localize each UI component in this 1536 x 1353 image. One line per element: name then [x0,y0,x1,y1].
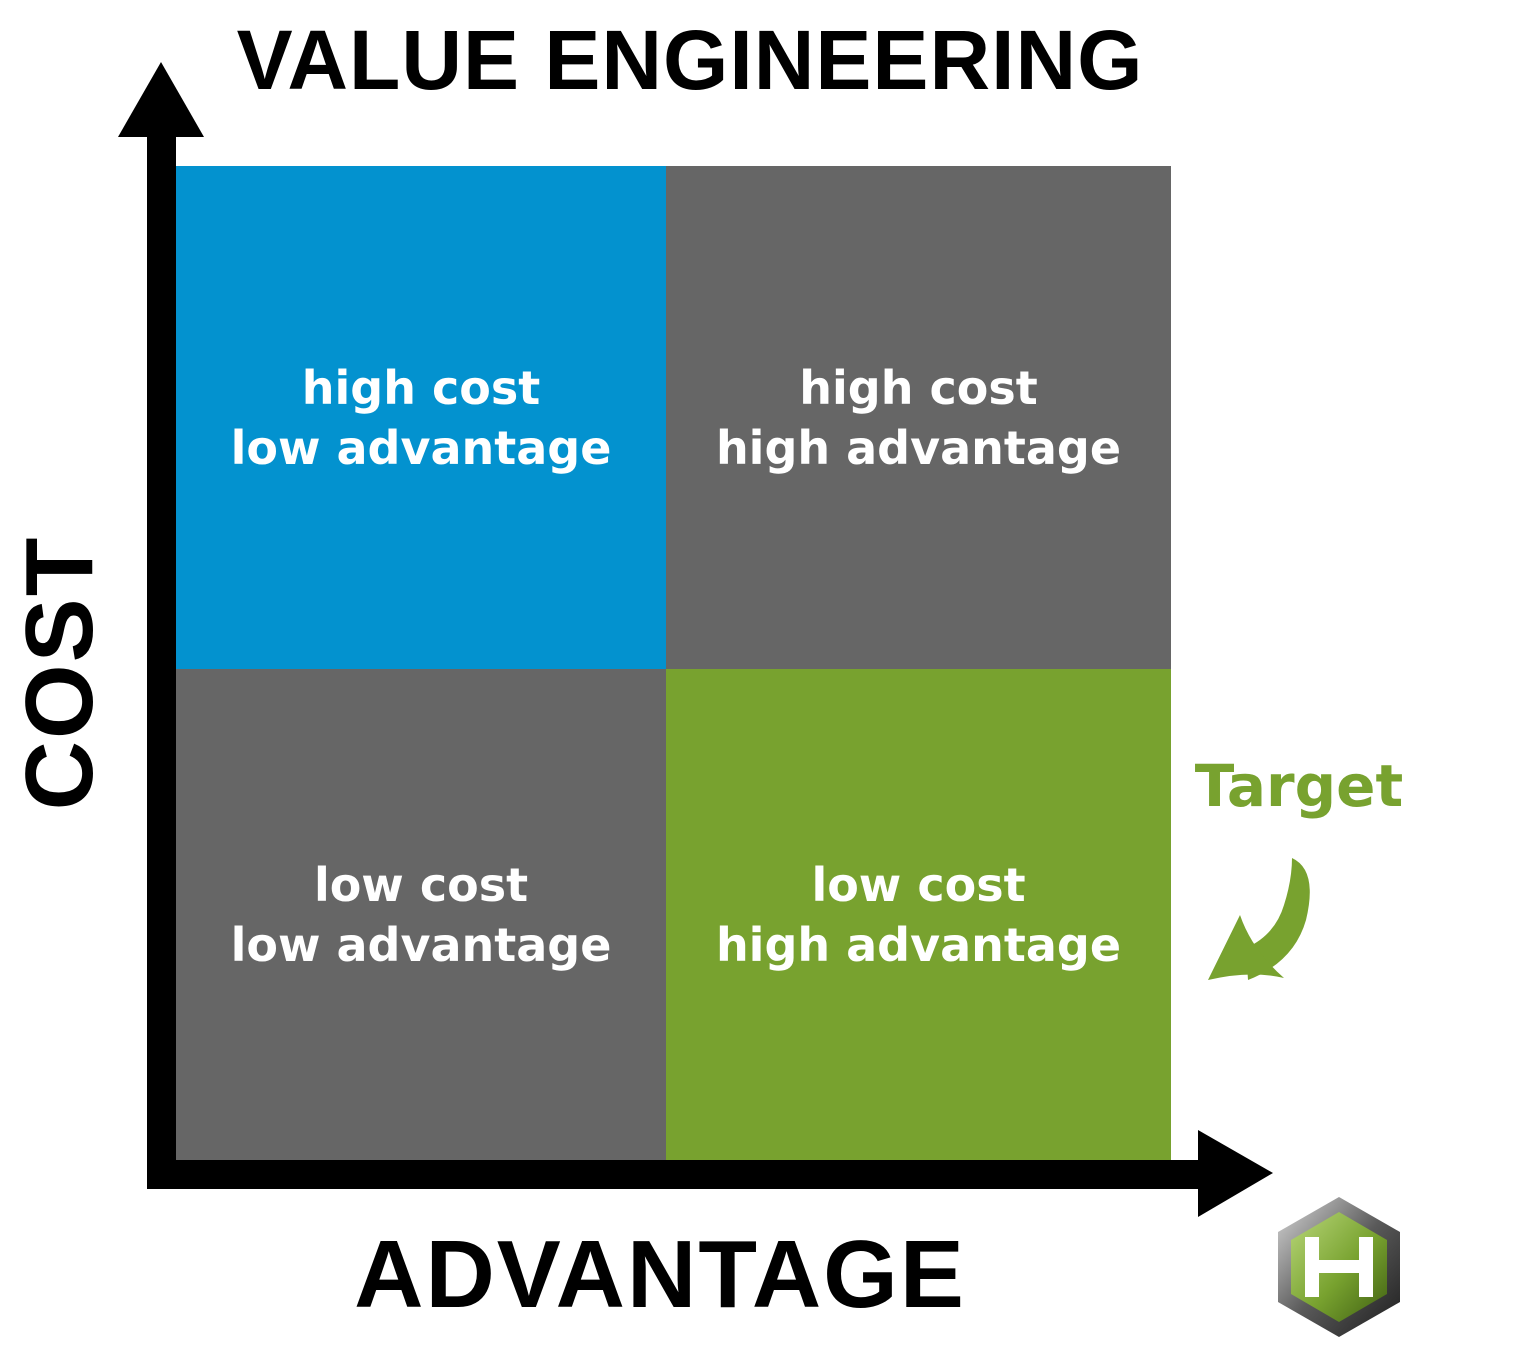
y-axis-label: COST [6,535,113,811]
y-axis-arrowhead-icon [118,62,204,137]
quadrant-line1: low cost [811,857,1026,912]
quadrant-high-cost-high-advantage: high cost high advantage [666,166,1171,669]
quadrant-line1: high cost [799,360,1038,415]
quadrant-low-cost-high-advantage: low cost high advantage [666,669,1171,1160]
quadrant-line2: low advantage [230,420,612,475]
x-axis-line [147,1160,1207,1189]
x-axis-label: ADVANTAGE [354,1221,966,1328]
quadrant-line2: high advantage [715,917,1122,972]
quadrant-high-cost-low-advantage: high cost low advantage [176,166,666,669]
target-label: Target [1194,752,1404,820]
x-axis-arrowhead-icon [1198,1130,1273,1217]
quadrant-low-cost-low-advantage: low cost low advantage [176,669,666,1160]
quadrant-line1: low cost [313,857,529,912]
hexagon-h-logo-icon [1278,1197,1400,1337]
quadrant-line2: high advantage [715,420,1122,475]
curved-arrow-icon [1208,858,1310,980]
quadrant-line2: low advantage [230,917,612,972]
quadrant-line1: high cost [301,360,541,415]
y-axis-line [147,130,176,1189]
diagram-title: VALUE ENGINEERING [236,13,1144,107]
